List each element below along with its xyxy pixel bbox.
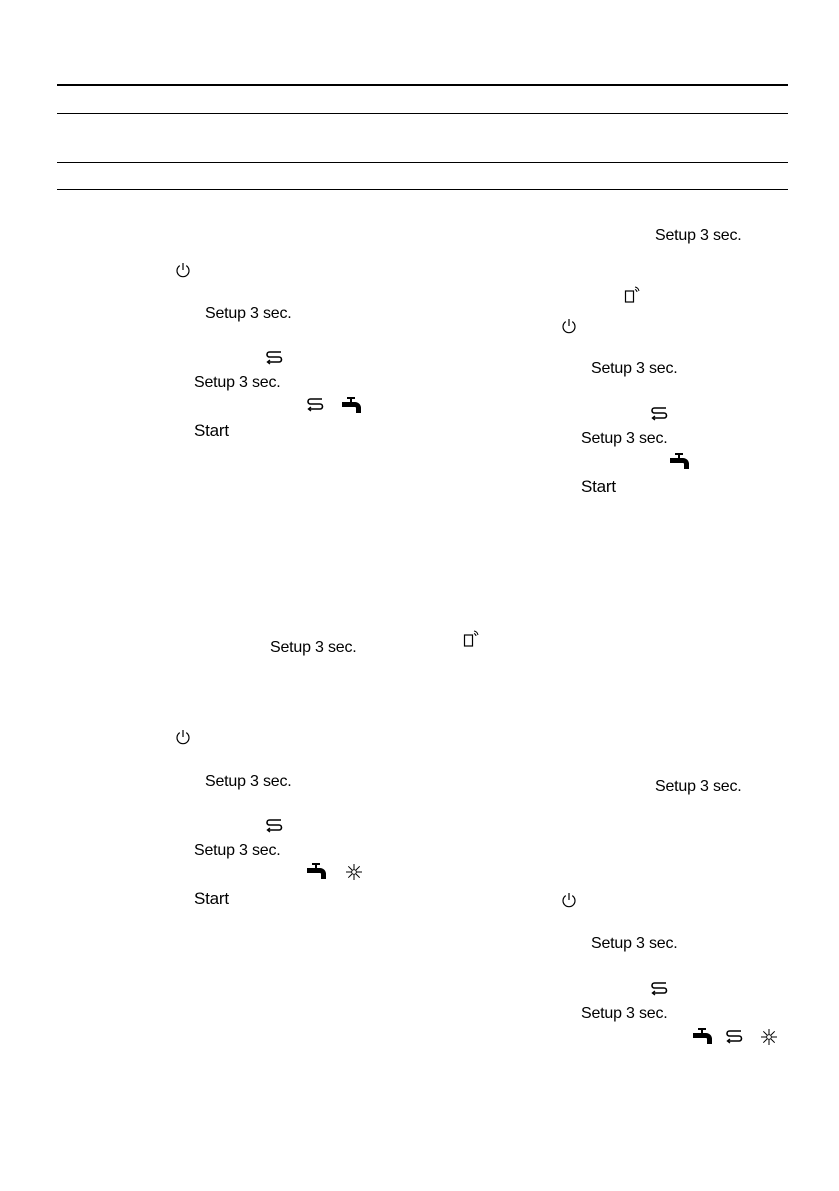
power-icon — [561, 892, 577, 909]
table-row-rule-2 — [57, 189, 788, 190]
setup-label: Setup 3 sec. — [655, 778, 742, 795]
rinse-aid-icon — [651, 406, 668, 422]
start-label: Start — [581, 477, 616, 496]
water-tap-icon — [669, 452, 691, 470]
remote-start-icon — [463, 629, 481, 649]
rinse-aid-icon — [726, 1029, 743, 1045]
rinse-aid-icon — [651, 981, 668, 997]
table-row-rule — [57, 162, 788, 163]
setup-label: Setup 3 sec. — [205, 773, 292, 790]
setup-label: Setup 3 sec. — [270, 639, 357, 656]
start-label: Start — [194, 889, 229, 908]
setup-label: Setup 3 sec. — [194, 842, 281, 859]
rinse-aid-icon — [307, 397, 324, 413]
sun-icon — [345, 863, 363, 881]
water-tap-icon — [692, 1027, 714, 1045]
setup-label: Setup 3 sec. — [581, 430, 668, 447]
rinse-aid-icon — [266, 350, 283, 366]
setup-label: Setup 3 sec. — [591, 360, 678, 377]
start-label: Start — [194, 421, 229, 440]
power-icon — [561, 318, 577, 335]
power-icon — [175, 262, 191, 279]
table-top-rule — [57, 84, 788, 86]
setup-label: Setup 3 sec. — [655, 227, 742, 244]
table-header-rule — [57, 113, 788, 114]
water-tap-icon — [306, 862, 328, 880]
water-tap-icon — [341, 396, 363, 414]
power-icon — [175, 729, 191, 746]
rinse-aid-icon — [266, 818, 283, 834]
setup-label: Setup 3 sec. — [194, 374, 281, 391]
remote-start-icon — [624, 285, 642, 305]
setup-label: Setup 3 sec. — [205, 305, 292, 322]
setup-label: Setup 3 sec. — [591, 935, 678, 952]
sun-icon — [760, 1028, 778, 1046]
setup-label: Setup 3 sec. — [581, 1005, 668, 1022]
